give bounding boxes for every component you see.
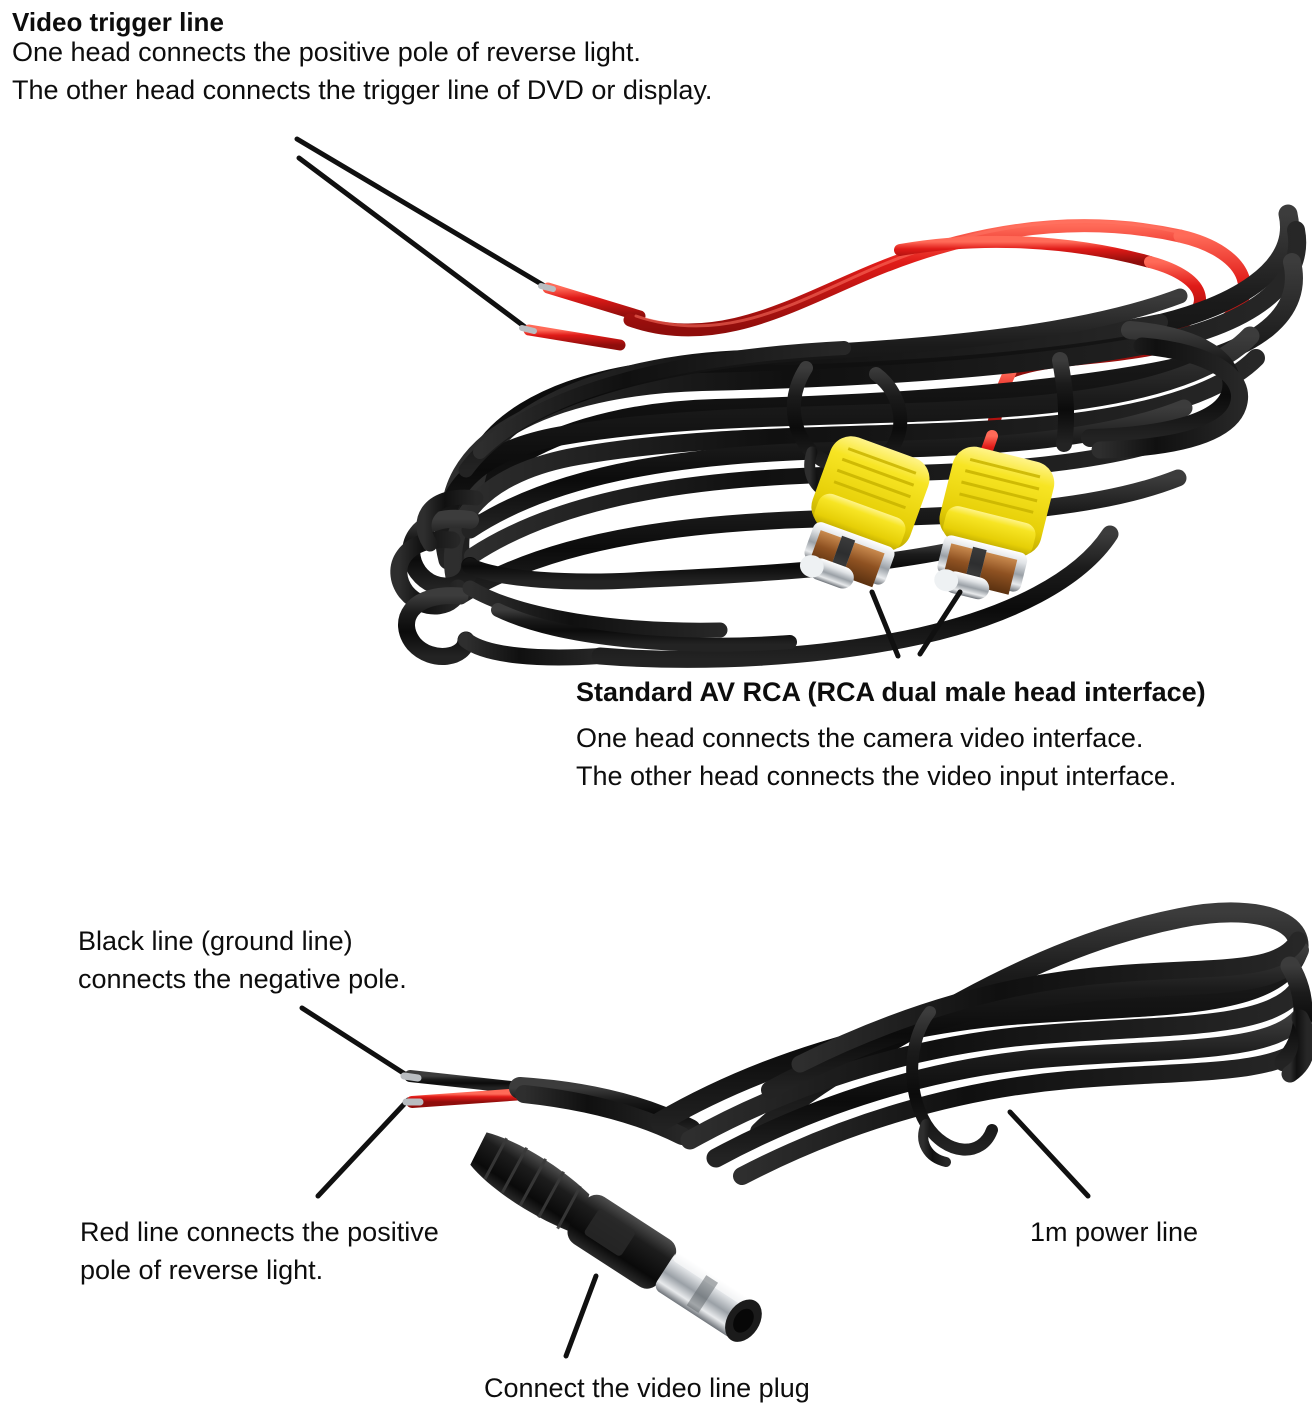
video-trigger-title: Video trigger line bbox=[12, 7, 224, 37]
leader-lines-rca bbox=[869, 589, 963, 659]
red-line-label-1: Red line connects the positive bbox=[80, 1217, 439, 1247]
dc-barrel-plug bbox=[470, 1132, 762, 1342]
rca-connector-left bbox=[799, 436, 930, 589]
top-cable-assembly bbox=[294, 136, 1307, 668]
black-line-label-2: connects the negative pole. bbox=[78, 964, 407, 994]
rca-connector-right bbox=[934, 446, 1055, 600]
bare-red-wires-top bbox=[519, 282, 646, 351]
bare-wires-bottom bbox=[400, 1070, 530, 1108]
black-line-label-1: Black line (ground line) bbox=[78, 926, 353, 956]
leader-lines-bottom bbox=[299, 1005, 1091, 1359]
video-line-plug-label: Connect the video line plug bbox=[484, 1373, 810, 1403]
power-cable-coil bbox=[650, 902, 1312, 1185]
red-line-label-2: pole of reverse light. bbox=[80, 1255, 324, 1285]
video-trigger-line-2: The other head connects the trigger line… bbox=[12, 75, 713, 105]
video-trigger-line-1: One head connects the positive pole of r… bbox=[12, 37, 641, 67]
rca-line-1: One head connects the camera video inter… bbox=[576, 723, 1144, 753]
rca-line-2: The other head connects the video input … bbox=[576, 761, 1177, 791]
bottom-cable-assembly bbox=[299, 902, 1312, 1359]
leader-lines-top bbox=[294, 136, 551, 333]
rca-title: Standard AV RCA (RCA dual male head inte… bbox=[576, 677, 1206, 707]
black-cable-coil-top bbox=[390, 204, 1307, 668]
power-line-length-label: 1m power line bbox=[1030, 1217, 1199, 1247]
